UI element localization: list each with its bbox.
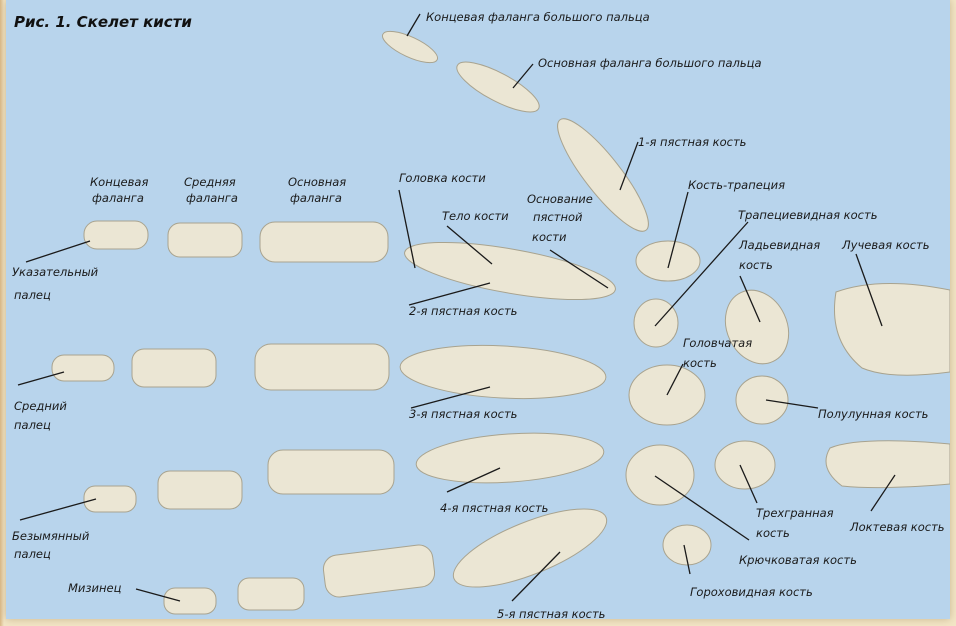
thumb-proximal-phalanx [451,53,545,121]
label-metacarpal-3: 3-я пястная кость [409,407,517,421]
label-lunate: Полулунная кость [818,407,928,421]
trapezium-bone [636,241,700,281]
index-proximal-phalanx [260,222,388,262]
label-metacarpal-base-line3: кости [532,230,567,244]
middle-proximal-phalanx [255,344,389,390]
label-proximal-phalanx-line1: Основная [288,175,346,189]
figure-title: Рис. 1. Скелет кисти [14,13,192,31]
label-distal-phalanx-line2: фаланга [92,191,144,205]
index-middle-phalanx [168,223,242,257]
label-middle-phalanx-line2: фаланга [186,191,238,205]
ring-middle-phalanx [158,471,242,509]
label-capitate-line1: Головчатая [683,336,752,350]
label-metacarpal-base-line1: Основание [527,192,593,206]
label-capitate-line2: кость [683,356,717,370]
label-trapezoid: Трапециевидная кость [738,208,877,222]
middle-middle-phalanx [132,349,216,387]
trapezoid-bone [634,299,678,347]
ring-distal-phalanx [84,486,136,512]
metacarpal-2-bone [401,231,619,311]
label-scaphoid-line2: кость [739,258,773,272]
bones [52,25,950,614]
label-triquetrum-line1: Трехгранная [756,506,834,520]
little-distal-phalanx [164,588,216,614]
label-metacarpal-5: 5-я пястная кость [497,607,605,619]
label-hamate: Крючковатая кость [739,553,857,567]
label-index-finger-line1: Указательный [12,265,99,279]
label-thumb-proximal-phalanx: Основная фаланга большого пальца [538,56,762,70]
label-pisiform: Гороховидная кость [690,585,813,599]
label-metacarpal-2: 2-я пястная кость [409,304,517,318]
label-radius: Лучевая кость [841,238,930,252]
label-metacarpal-4: 4-я пястная кость [440,501,548,515]
triquetrum-bone [715,441,775,489]
ring-proximal-phalanx [268,450,394,494]
metacarpal-3-bone [399,341,607,404]
lunate-bone [736,376,788,424]
label-ring-finger-line1: Безымянный [12,529,90,543]
label-middle-finger-line2: палец [14,418,51,432]
label-distal-phalanx-line1: Концевая [90,175,148,189]
label-ulna: Локтевая кость [849,520,945,534]
label-middle-phalanx-line1: Средняя [184,175,236,189]
label-triquetrum-line2: кость [756,526,790,540]
little-proximal-phalanx [322,543,436,598]
label-bone-body: Тело кости [442,209,509,223]
label-ring-finger-line2: палец [14,547,51,561]
index-distal-phalanx [84,221,148,249]
hand-skeleton-diagram: Рис. 1. Скелет кисти [6,0,950,619]
label-bone-head: Головка кости [399,171,486,185]
metacarpal-4-bone [415,428,606,489]
label-little-finger: Мизинец [68,581,122,595]
label-trapezium: Кость-трапеция [688,178,785,192]
middle-distal-phalanx [52,355,114,381]
label-metacarpal-base-line2: пястной [533,210,583,224]
label-middle-finger-line1: Средний [14,399,67,413]
radius-bone [834,283,950,375]
little-middle-phalanx [238,578,304,610]
label-scaphoid-line1: Ладьевидная [738,238,820,252]
ulna-bone [826,441,950,488]
label-proximal-phalanx-line2: фаланга [290,191,342,205]
scaphoid-bone [714,280,800,374]
label-thumb-distal-phalanx: Концевая фаланга большого пальца [426,10,650,24]
diagram-panel: Рис. 1. Скелет кисти [6,0,950,619]
labels: Концевая фаланга большого пальца Основна… [12,10,945,619]
label-metacarpal-1: 1-я пястная кость [638,135,746,149]
label-index-finger-line2: палец [14,288,51,302]
